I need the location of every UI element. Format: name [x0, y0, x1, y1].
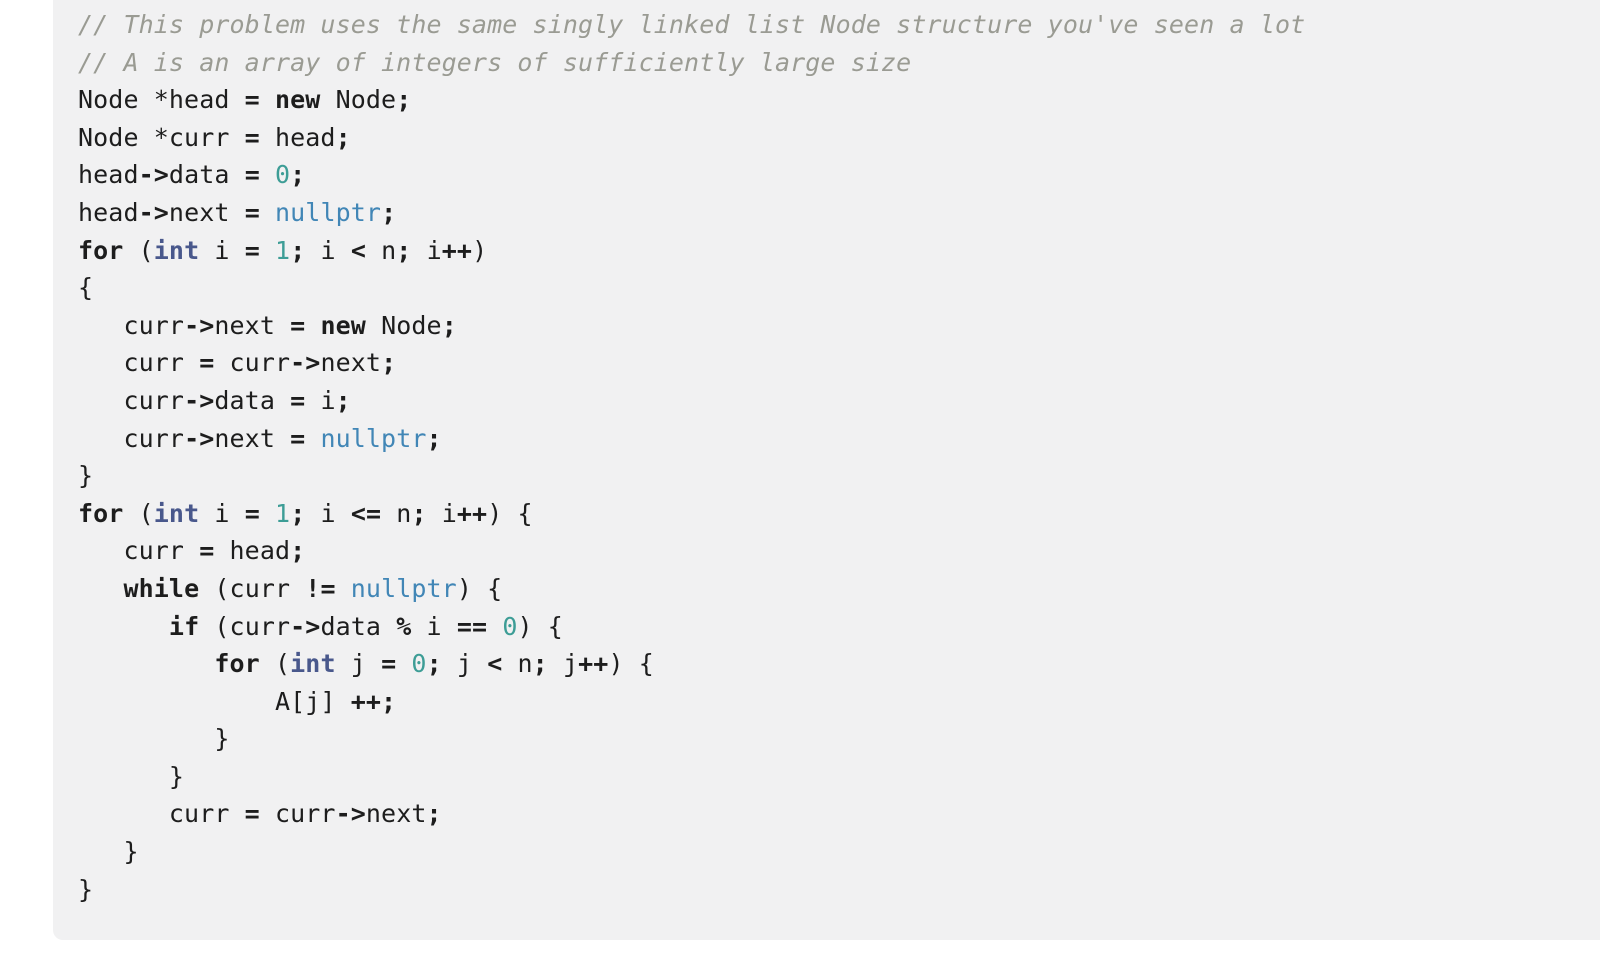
code-line: }	[78, 761, 185, 791]
code-line: for (int i = 1; i <= n; i++) {	[78, 498, 533, 528]
code-line: A[j] ++;	[78, 686, 397, 716]
code-line: }	[78, 724, 230, 754]
code-line: head->data = 0;	[78, 160, 306, 190]
code-line: curr->next = new Node;	[78, 310, 457, 340]
code-line: curr = head;	[78, 536, 306, 566]
code-line: if (curr->data % i == 0) {	[168, 611, 563, 641]
code-line: }	[78, 874, 94, 904]
code-block: // This problem uses the same singly lin…	[53, 0, 1600, 940]
code-line: head->next = nullptr;	[78, 197, 397, 227]
code-line: for (int j = 0; j < n; j++) {	[214, 649, 654, 679]
code-line: Node *head = new Node;	[78, 85, 412, 115]
code-line: curr = curr->next;	[78, 799, 442, 829]
code-line: }	[78, 837, 139, 867]
code-line: // This problem uses the same singly lin…	[78, 10, 1306, 39]
code-line: }	[78, 461, 94, 491]
code-line: Node *curr = head;	[78, 122, 351, 152]
code-line: curr = curr->next;	[78, 348, 397, 378]
code-line: while (curr != nullptr) {	[123, 573, 503, 603]
code-line: // A is an array of integers of sufficie…	[78, 47, 912, 77]
code-line: for (int i = 1; i < n; i++)	[78, 235, 488, 265]
code-line: curr->data = i;	[78, 385, 351, 415]
code-line: {	[78, 273, 94, 303]
code-content: // This problem uses the same singly lin…	[53, 0, 1600, 908]
code-line: curr->next = nullptr;	[78, 423, 442, 453]
